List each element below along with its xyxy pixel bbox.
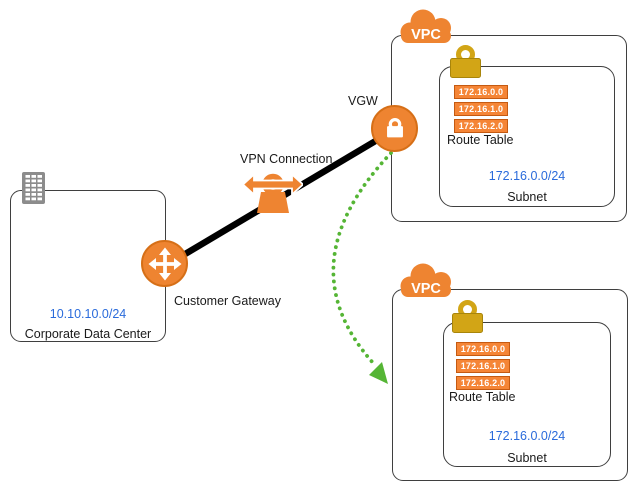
green-arrowhead-icon [369,362,388,384]
customer-gateway-label: Customer Gateway [174,294,281,308]
route-entry: 172.16.2.0 [456,376,510,390]
vpc1-subnet-label: Subnet [507,190,547,204]
route-propagation-dotted-arrow [331,151,393,366]
vpc-cloud-icon: VPC [400,9,451,43]
route-entry: 172.16.2.0 [454,119,508,133]
corporate-data-center-box [10,190,166,342]
route-entry: 172.16.0.0 [456,342,510,356]
vpc1-subnet-cidr: 172.16.0.0/24 [488,169,566,183]
gold-lock-icon [452,300,483,333]
vpc-badge-label: VPC [411,281,441,297]
gold-lock-icon [450,45,481,78]
corporate-cidr-label: 10.10.10.0/24 [49,307,127,321]
vpc2-subnet-label: Subnet [507,451,547,465]
vgw-label: VGW [348,94,378,108]
corporate-data-center-label: Corporate Data Center [24,327,152,341]
vpc-badge-label: VPC [411,27,441,43]
route-entry: 172.16.1.0 [456,359,510,373]
vpn-connection-icon [243,172,303,213]
vpc2-route-table: 172.16.0.0 172.16.1.0 172.16.2.0 [456,342,510,393]
lock-icon [386,117,403,137]
vpc1-route-table-label: Route Table [447,133,514,147]
route-entry: 172.16.1.0 [454,102,508,116]
vpc1-route-table: 172.16.0.0 172.16.1.0 172.16.2.0 [454,85,508,136]
vpc2-subnet-cidr: 172.16.0.0/24 [488,429,566,443]
four-way-arrows-icon [148,247,181,280]
building-icon [22,172,45,204]
vpc2-route-table-label: Route Table [449,390,516,404]
route-entry: 172.16.0.0 [454,85,508,99]
vpn-connection-label: VPN Connection [240,152,333,166]
vpc-cloud-icon: VPC [400,263,451,297]
vgw-node [371,105,418,152]
customer-gateway-node [141,240,188,287]
